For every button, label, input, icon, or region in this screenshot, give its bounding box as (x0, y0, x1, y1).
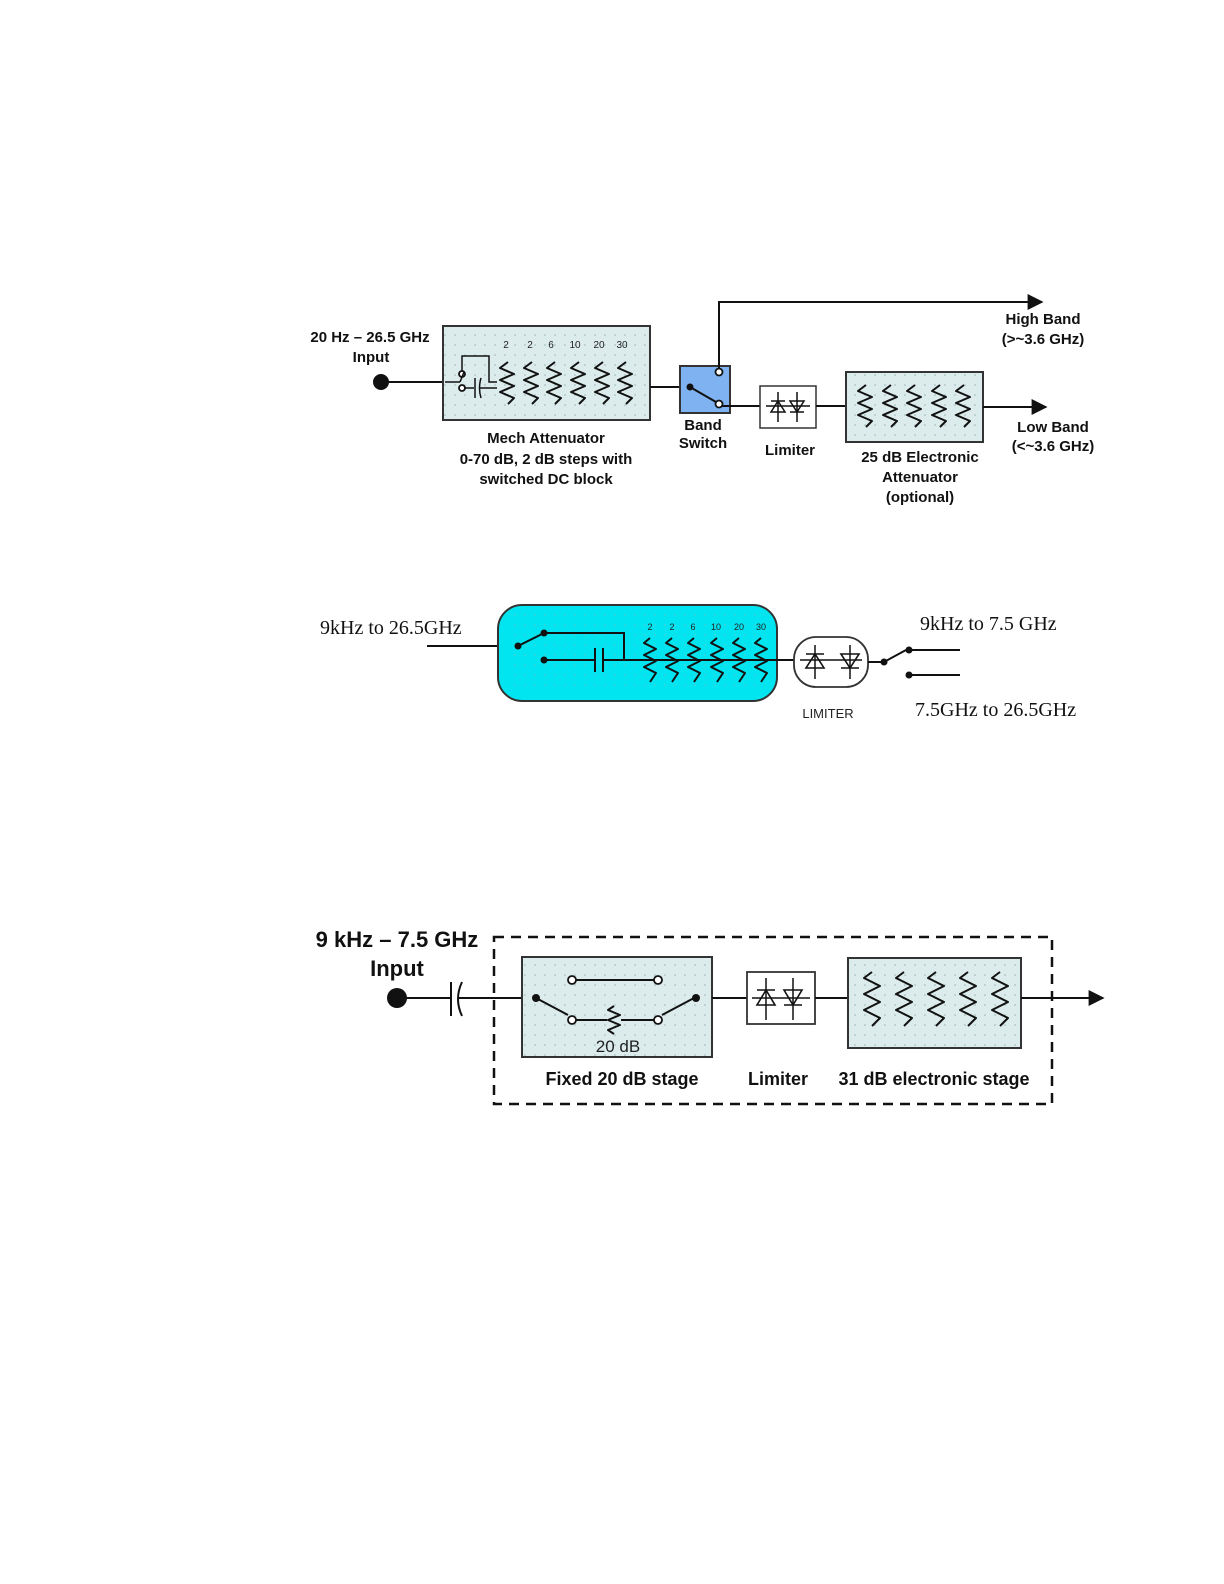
d3-resistor-icon (863, 971, 881, 1027)
d1-step-label: 30 (616, 340, 628, 351)
d2-step-label: 10 (711, 622, 721, 632)
d1-mech-attenuator-label-line3: switched DC block (479, 471, 613, 488)
d2-output-top-label: 9kHz to 7.5 GHz (920, 613, 1057, 635)
d1-electronic-attenuator-label-line1: 25 dB Electronic (861, 449, 979, 466)
d3-electronic-stage-label: 31 dB electronic stage (838, 1069, 1029, 1089)
d1-mech-attenuator-label-line1: Mech Attenuator (487, 430, 605, 447)
d2-output-switch-blade (883, 649, 907, 663)
diagram-1-rf-input-section: 20 Hz – 26.5 GHz Input 2 2 6 10 20 30 (310, 294, 1095, 506)
d3-resistor-icon (895, 971, 913, 1027)
d1-electronic-attenuator-label-line2: Attenuator (882, 469, 958, 486)
d1-band-switch-blade (689, 386, 717, 403)
d1-step-label: 10 (569, 340, 581, 351)
d1-low-band-label-line1: Low Band (1017, 419, 1089, 436)
d2-step-label: 30 (756, 622, 766, 632)
d1-resistor-icon (882, 384, 898, 428)
d1-limiter-diode-icon (766, 392, 810, 422)
d2-step-label: 2 (669, 622, 674, 632)
d3-limiter-label: Limiter (748, 1069, 808, 1089)
d2-resistor-icon (665, 637, 679, 683)
d1-high-band-label-line1: High Band (1006, 311, 1081, 328)
d2-dc-block-switch (514, 629, 640, 672)
d1-step-label: 6 (548, 340, 554, 351)
d2-limiter-diode-icon (800, 645, 862, 679)
d2-output-bottom-label: 7.5GHz to 26.5GHz (915, 699, 1076, 721)
d2-resistor-icon (710, 637, 724, 683)
d1-input-label-line1: 20 Hz – 26.5 GHz (310, 329, 429, 346)
d2-resistor-icon (687, 637, 701, 683)
d2-resistor-icon (732, 637, 746, 683)
d1-input-label-line2: Input (353, 349, 390, 366)
d3-fixed-stage-value: 20 dB (596, 1037, 640, 1056)
d1-resistor-icon (499, 361, 515, 405)
d1-resistor-icon (546, 361, 562, 405)
d3-resistor-icon (927, 971, 945, 1027)
d3-input-label-line2: Input (370, 956, 424, 981)
d1-resistor-icon (617, 361, 633, 405)
d1-limiter-box (759, 385, 817, 429)
d2-limiter-box (793, 636, 869, 688)
d1-step-label: 2 (527, 340, 533, 351)
d1-mech-attenuator-label-line2: 0-70 dB, 2 dB steps with (460, 451, 633, 468)
d3-fixed-stage-label: Fixed 20 dB stage (545, 1069, 698, 1089)
diagram-2-rf-input-section: 9kHz to 26.5GHz 2 2 6 10 20 30 (320, 604, 1076, 721)
d3-resistor-icon (959, 971, 977, 1027)
d1-high-band-path (718, 294, 1044, 368)
d1-resistor-icon (594, 361, 610, 405)
d2-step-label: 6 (690, 622, 695, 632)
d1-resistor-icon (523, 361, 539, 405)
d1-step-label: 20 (593, 340, 605, 351)
d3-limiter-diode-icon (752, 978, 810, 1020)
d3-input-section-boundary (492, 935, 1054, 1106)
d1-electronic-attenuator-label-line3: (optional) (886, 489, 954, 506)
d1-resistor-icon (857, 384, 873, 428)
d1-resistor-icon (931, 384, 947, 428)
d3-fixed-pad-resistor-icon (607, 1005, 621, 1035)
d2-resistor-icon (754, 637, 768, 683)
d2-limiter-label: LIMITER (802, 706, 853, 721)
d1-resistor-icon (955, 384, 971, 428)
d2-step-label: 2 (647, 622, 652, 632)
d1-band-switch-label-line1: Band (684, 417, 722, 434)
d2-step-label: 20 (734, 622, 744, 632)
d1-step-label: 2 (503, 340, 509, 351)
diagram-3-rf-input-section: 9 kHz – 7.5 GHz Input 20 dB Fixed 20 dB … (316, 927, 1105, 1106)
d1-resistor-icon (570, 361, 586, 405)
d3-input-label-line1: 9 kHz – 7.5 GHz (316, 927, 479, 952)
d1-dc-block-switch (445, 355, 497, 399)
d1-low-band-label-line2: (<~3.6 GHz) (1012, 438, 1095, 455)
d2-input-label: 9kHz to 26.5GHz (320, 617, 462, 639)
d1-high-band-label-line2: (>~3.6 GHz) (1002, 331, 1085, 348)
d3-resistor-icon (991, 971, 1009, 1027)
d1-band-switch-label-line2: Switch (679, 435, 727, 452)
d1-limiter-label: Limiter (765, 442, 815, 459)
d2-resistor-icon (643, 637, 657, 683)
d1-resistor-icon (906, 384, 922, 428)
d3-fixed-stage-switches (532, 975, 700, 1035)
